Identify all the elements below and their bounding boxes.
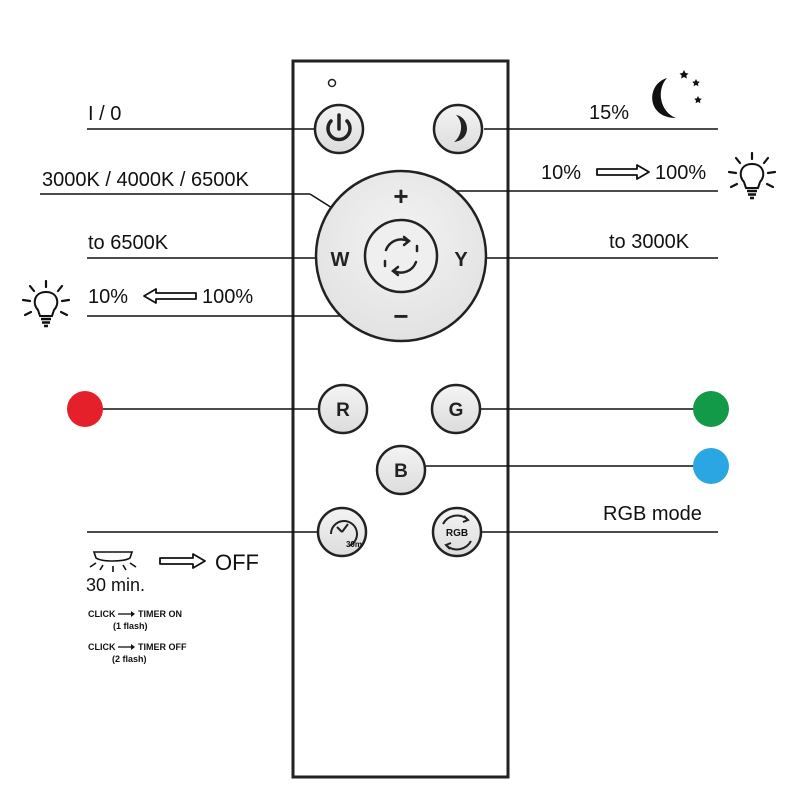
ceiling-lamp-icon [89,551,137,572]
night-mode-button[interactable] [432,103,484,155]
brightness-down-button[interactable]: − [393,301,408,331]
timer-icon [330,520,358,547]
blue-button-label: B [394,461,408,482]
small-arrow-icon [118,644,135,650]
power-button[interactable] [313,103,365,155]
control-dial [314,169,488,343]
green-button-label: G [449,400,464,421]
rgb-button-label: RGB [446,528,468,539]
green-button[interactable]: G [430,383,482,435]
bright-down-to-label: 100% [202,286,253,308]
rgb-mode-label: RGB mode [603,503,702,525]
power-icon [326,113,352,142]
to-cold-label: to 6500K [88,232,169,254]
arrow-right-icon [159,553,206,569]
rgb-cycle-icon [442,514,472,551]
night-label: 15% [589,102,629,124]
to-warm-label: to 3000K [609,231,690,253]
timer-on-flash-label: (1 flash) [113,621,148,631]
timer-off-label: OFF [215,550,259,575]
arrow-right-icon [596,164,650,180]
blue-button[interactable]: B [375,444,427,496]
arrow-left-icon [143,288,197,304]
moon-icon [454,115,467,142]
cct-cycle-button[interactable] [363,218,439,294]
red-dot-icon [67,391,103,427]
warm-yellow-button[interactable]: Y [454,249,468,271]
timer-off-click-label: CLICK [88,642,116,652]
stars-icon [679,70,689,79]
bulb-icon [727,151,777,200]
red-button-label: R [336,400,350,421]
blue-dot-icon [693,448,729,484]
callout-lines [40,128,718,533]
cycle-arrows-icon [383,235,419,277]
bright-up-from-label: 10% [541,162,581,184]
timer-on-click-label: CLICK [88,609,116,619]
rgb-mode-button[interactable]: RGB [431,506,483,558]
cold-white-button[interactable]: W [331,249,350,271]
bulb-icon [21,279,71,328]
brightness-up-button[interactable]: + [393,181,408,211]
timer-off-text-label: TIMER OFF [138,642,187,652]
power-label: I / 0 [88,103,121,125]
timer-off-flash-label: (2 flash) [112,654,147,664]
timer-duration-label: 30 min. [86,575,145,595]
cct-cycle-label: 3000K / 4000K / 6500K [42,169,249,191]
green-dot-icon [693,391,729,427]
bright-up-to-label: 100% [655,162,706,184]
indicator-led-icon [327,78,337,88]
small-arrow-icon [118,611,135,617]
red-button[interactable]: R [317,383,369,435]
moon-stars-icon [652,70,702,118]
timer-on-text-label: TIMER ON [138,609,182,619]
timer-button[interactable]: 30m [316,506,368,558]
timer-button-label: 30m [346,540,362,549]
bright-down-from-label: 10% [88,286,128,308]
